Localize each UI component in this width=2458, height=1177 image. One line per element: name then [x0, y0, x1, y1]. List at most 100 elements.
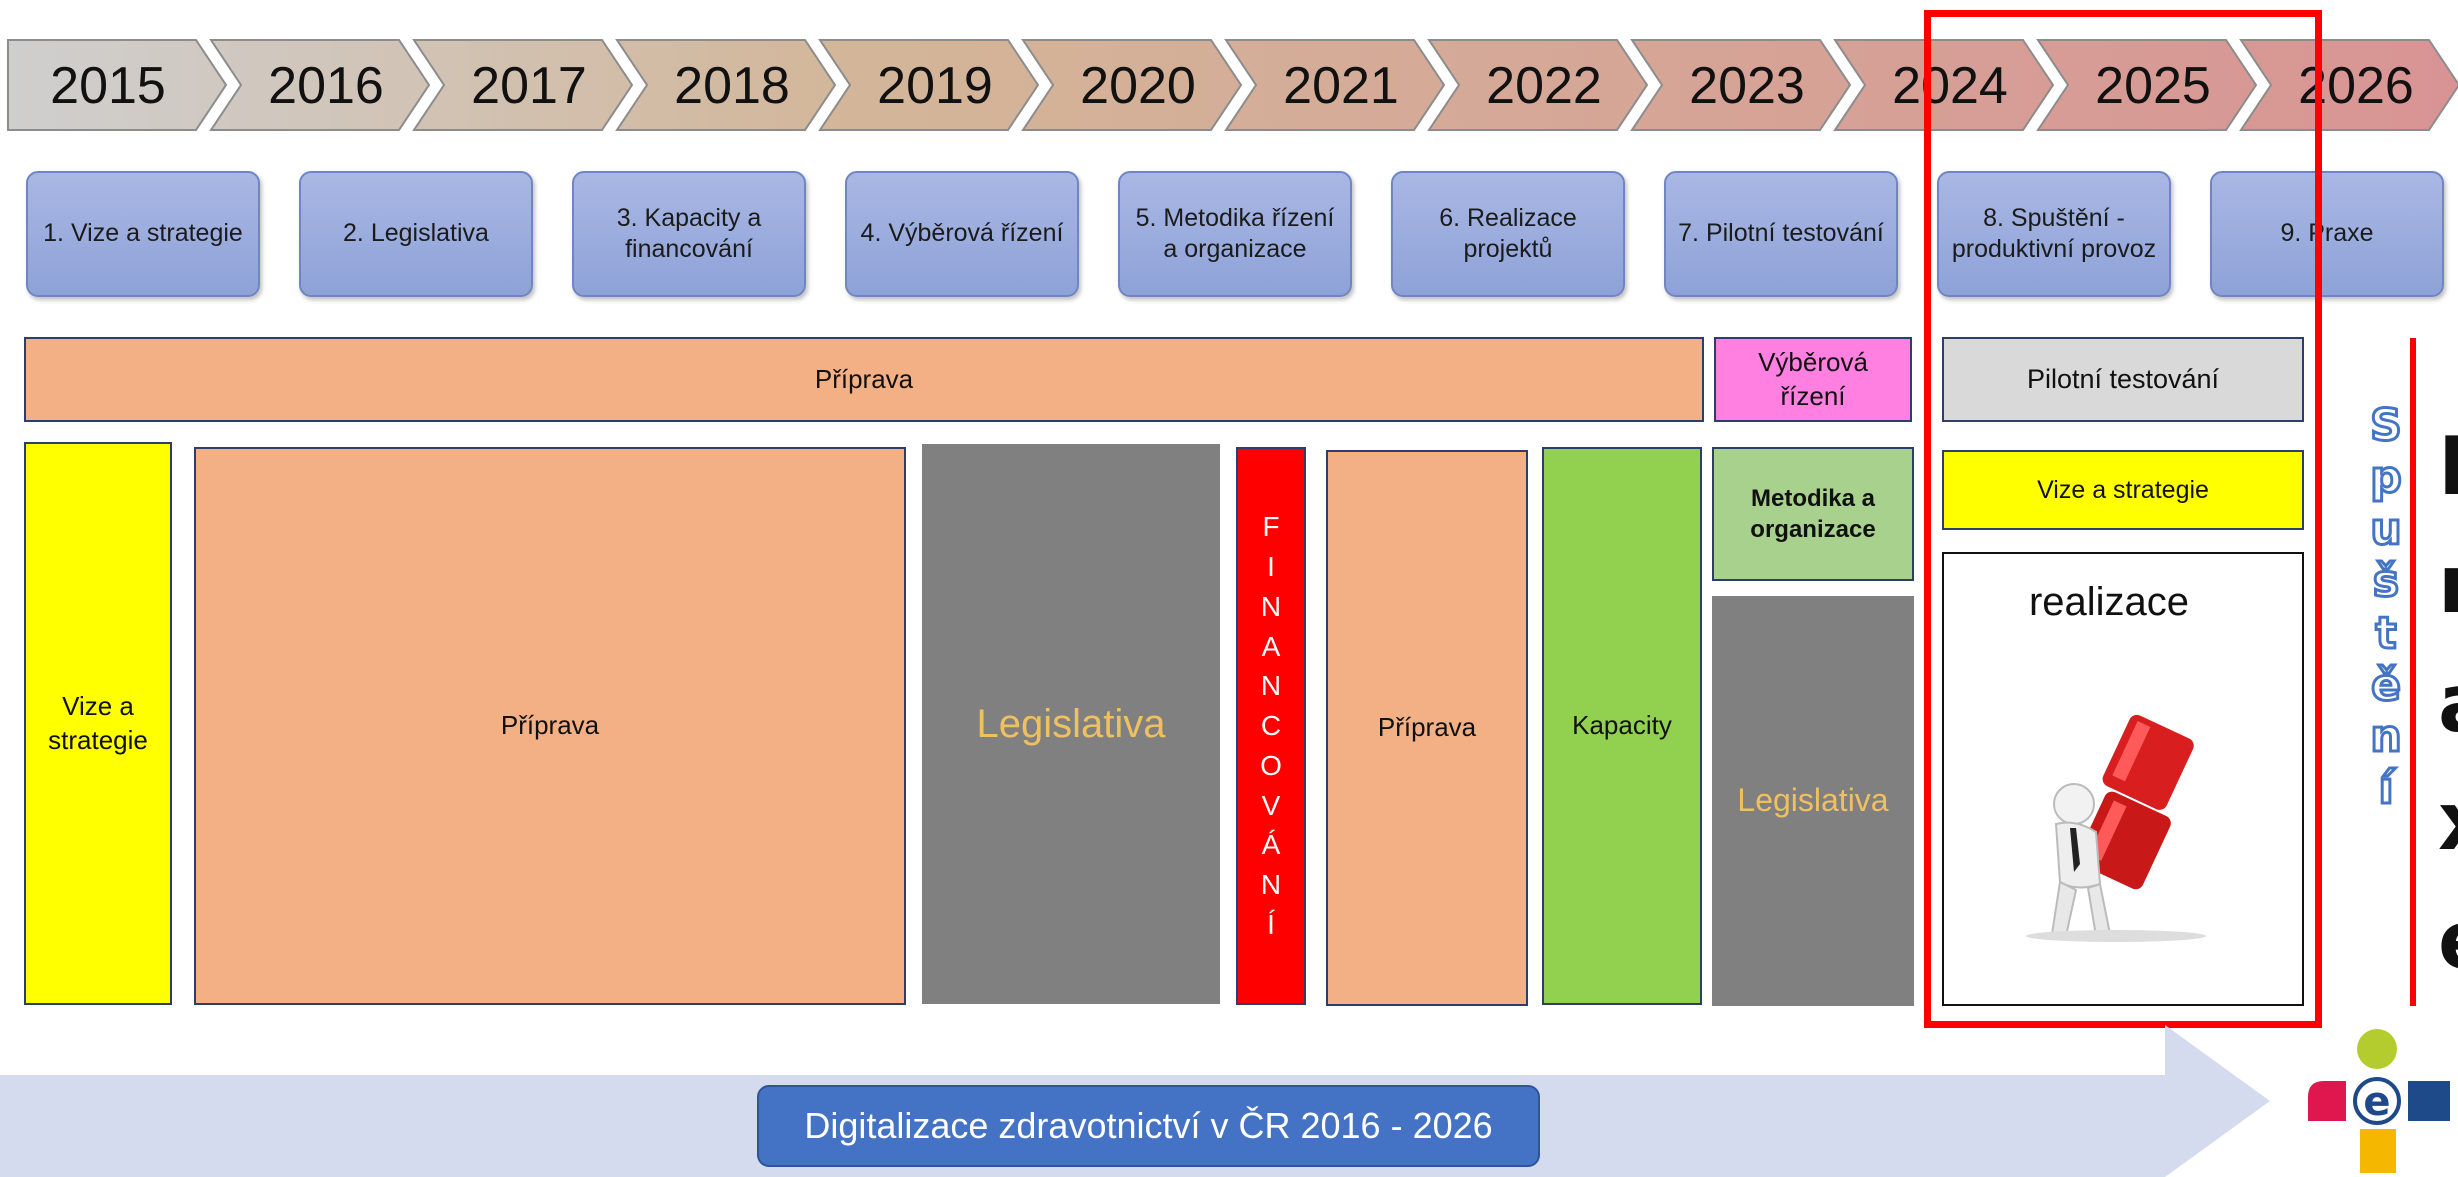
letter: ě	[2370, 658, 2403, 712]
year-label: 2016	[268, 57, 384, 115]
vyberova-rizeni-block: Výběrová řízení	[1714, 337, 1912, 422]
letter: I	[1267, 551, 1275, 583]
letter: š	[2371, 554, 2400, 608]
phase-label: 2. Legislativa	[343, 219, 489, 248]
digitalizace-banner-label: Digitalizace zdravotnictví v ČR 2016 - 2…	[804, 1105, 1493, 1146]
red-divider	[2410, 338, 2416, 1006]
letter: Á	[1261, 829, 1281, 861]
phase-box: 3. Kapacity a financování	[572, 171, 806, 297]
pilotni-testovani-label: Pilotní testování	[2026, 363, 2220, 394]
year-chevron	[1224, 39, 1446, 131]
year-label: 2022	[1486, 57, 1602, 115]
priprava-large-block: Příprava	[194, 447, 906, 1005]
letter: C	[1260, 710, 1282, 742]
phase-label: 4. Výběrová řízení	[860, 219, 1064, 248]
cut-off-text: Inaxe	[2438, 408, 2458, 1000]
realizace-block: realizace	[1942, 552, 2304, 1006]
kapacity-block: Kapacity	[1542, 447, 1702, 1005]
letter: N	[1260, 590, 1282, 622]
phase-box: 4. Výběrová řízení	[845, 171, 1079, 297]
year-chevron	[209, 39, 431, 131]
letter: F	[1262, 511, 1280, 543]
phase-box: 1. Vize a strategie	[26, 171, 260, 297]
letter: N	[1260, 869, 1282, 901]
nemocnice-logo-icon: e	[2308, 1029, 2450, 1173]
letter: t	[2374, 606, 2398, 660]
year-chevron	[2239, 39, 2458, 131]
letter: I	[2438, 420, 2458, 513]
legislativa-small-block: Legislativa	[1712, 596, 1914, 1006]
svg-text:e: e	[2363, 1079, 2390, 1125]
letter: í	[2377, 762, 2395, 816]
year-chevron	[818, 39, 1040, 131]
legislativa-small-label: Legislativa	[1737, 782, 1889, 819]
letter: n	[2438, 526, 2458, 644]
year-chevron	[615, 39, 837, 131]
vize-strategie-label: Vize a strategie	[48, 690, 148, 755]
letter: p	[2369, 450, 2403, 504]
phase-box: 5. Metodika řízení a organizace	[1118, 171, 1352, 297]
letter: Í	[1267, 908, 1275, 940]
phase-label: 6. Realizace projektů	[1439, 203, 1577, 263]
phase-label: 9. Praxe	[2280, 219, 2374, 248]
year-label: 2023	[1689, 57, 1805, 115]
phase-box: 7. Pilotní testování	[1664, 171, 1898, 297]
letter: x	[2438, 763, 2458, 881]
kapacity-label: Kapacity	[1572, 710, 1672, 741]
letter: V	[1261, 789, 1281, 821]
metodika-label: Metodika a organizace	[1750, 484, 1876, 543]
letter: a	[2438, 645, 2458, 763]
phase-label: 7. Pilotní testování	[1678, 219, 1884, 248]
year-label: 2019	[877, 57, 993, 115]
phase-label: 3. Kapacity a financování	[616, 203, 762, 263]
person-carrying-red-letters-icon	[2026, 714, 2206, 942]
letter: A	[1261, 630, 1281, 662]
vize-strategie-right-label: Vize a strategie	[2037, 475, 2209, 504]
legislativa-large-label: Legislativa	[976, 702, 1166, 746]
year-chevron	[1021, 39, 1243, 131]
year-chevron	[1427, 39, 1649, 131]
realizace-label: realizace	[2028, 580, 2190, 624]
year-chevron	[2036, 39, 2258, 131]
year-chevron	[412, 39, 634, 131]
phase-box: 2. Legislativa	[299, 171, 533, 297]
priprava-large-label: Příprava	[500, 710, 600, 741]
highlight-frame	[1924, 10, 2322, 1028]
year-label: 2025	[2095, 57, 2211, 115]
priprava-bar: Příprava	[24, 337, 1704, 422]
year-chevron	[1833, 39, 2055, 131]
year-chevron	[7, 39, 228, 131]
vize-strategie-right-block: Vize a strategie	[1942, 450, 2304, 530]
year-label: 2021	[1283, 57, 1399, 115]
letter: u	[2369, 502, 2403, 556]
phase-label: 5. Metodika řízení a organizace	[1135, 203, 1335, 263]
year-chevron	[1630, 39, 1852, 131]
year-label: 2024	[1892, 57, 2008, 115]
vyberova-rizeni-label: Výběrová řízení	[1758, 346, 1868, 411]
vize-strategie-block: Vize a strategie	[24, 442, 172, 1005]
pilotni-testovani-block: Pilotní testování	[1942, 337, 2304, 422]
letter: n	[2369, 710, 2403, 764]
letter: S	[2369, 399, 2404, 453]
phase-box: 9. Praxe	[2210, 171, 2444, 297]
year-label: 2020	[1080, 57, 1196, 115]
digitalizace-banner: Digitalizace zdravotnictví v ČR 2016 - 2…	[757, 1085, 1540, 1167]
year-label: 2015	[50, 57, 166, 115]
legislativa-large-block: Legislativa	[922, 444, 1220, 1004]
phase-label: 1. Vize a strategie	[43, 219, 243, 248]
priprava-bar-label: Příprava	[814, 363, 914, 394]
priprava-small-label: Příprava	[1377, 712, 1477, 743]
priprava-small-block: Příprava	[1326, 450, 1528, 1006]
phase-label: 8. Spuštění - produktivní provoz	[1951, 203, 2157, 263]
letter: e	[2438, 882, 2458, 1000]
metodika-block: Metodika a organizace	[1712, 447, 1914, 581]
phase-box: 6. Realizace projektů	[1391, 171, 1625, 297]
phase-box: 8. Spuštění - produktivní provoz	[1937, 171, 2171, 297]
letter: N	[1260, 670, 1282, 702]
letter: O	[1260, 749, 1282, 781]
year-label: 2018	[674, 57, 790, 115]
